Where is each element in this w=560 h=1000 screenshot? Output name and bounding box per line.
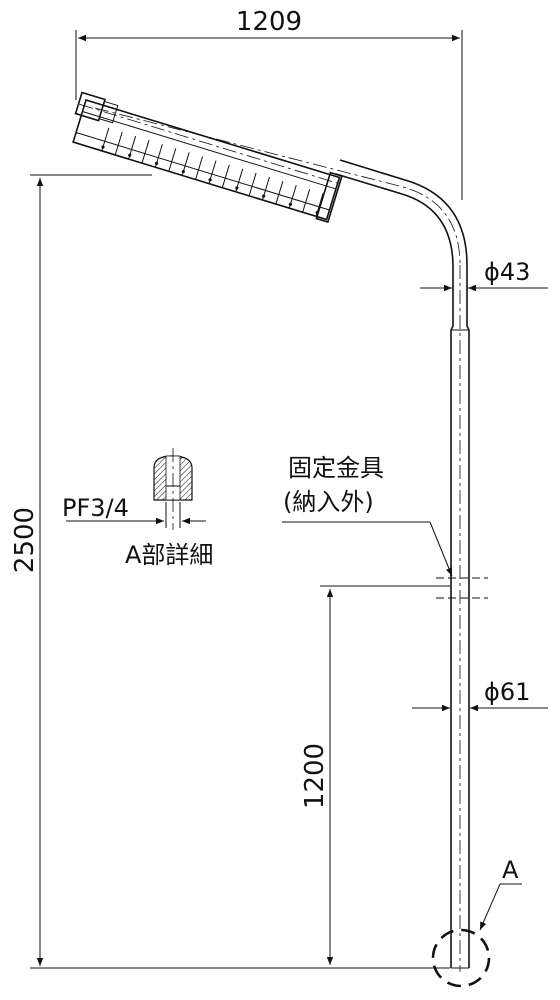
top-diameter-dimension: ϕ43 bbox=[420, 258, 548, 292]
top-diameter-label: ϕ43 bbox=[484, 258, 530, 286]
fixture-height-dimension: 1200 bbox=[300, 585, 450, 965]
bottom-diameter-dimension: ϕ61 bbox=[412, 678, 548, 712]
arm-length-dimension: 1209 bbox=[75, 7, 463, 200]
detail-a-marker: A bbox=[431, 856, 522, 988]
bracket-label-line2: (納入外) bbox=[283, 488, 374, 516]
fixture-height-label: 1200 bbox=[300, 743, 330, 809]
thread-label: PF3/4 bbox=[62, 494, 129, 522]
detail-a: PF3/4 A部詳細 bbox=[62, 448, 213, 569]
arm-pipe bbox=[94, 107, 468, 266]
detail-marker-label: A bbox=[502, 856, 519, 884]
luminaire bbox=[72, 91, 343, 224]
bottom-diameter-label: ϕ61 bbox=[484, 678, 530, 706]
pole bbox=[436, 265, 488, 972]
total-height-label: 2500 bbox=[10, 507, 40, 573]
detail-title: A部詳細 bbox=[125, 541, 213, 569]
bracket-label-line1: 固定金具 bbox=[288, 454, 384, 482]
bracket-callout: 固定金具 (納入外) bbox=[282, 454, 453, 577]
arm-length-label: 1209 bbox=[236, 7, 302, 37]
total-height-dimension: 2500 bbox=[10, 174, 152, 966]
